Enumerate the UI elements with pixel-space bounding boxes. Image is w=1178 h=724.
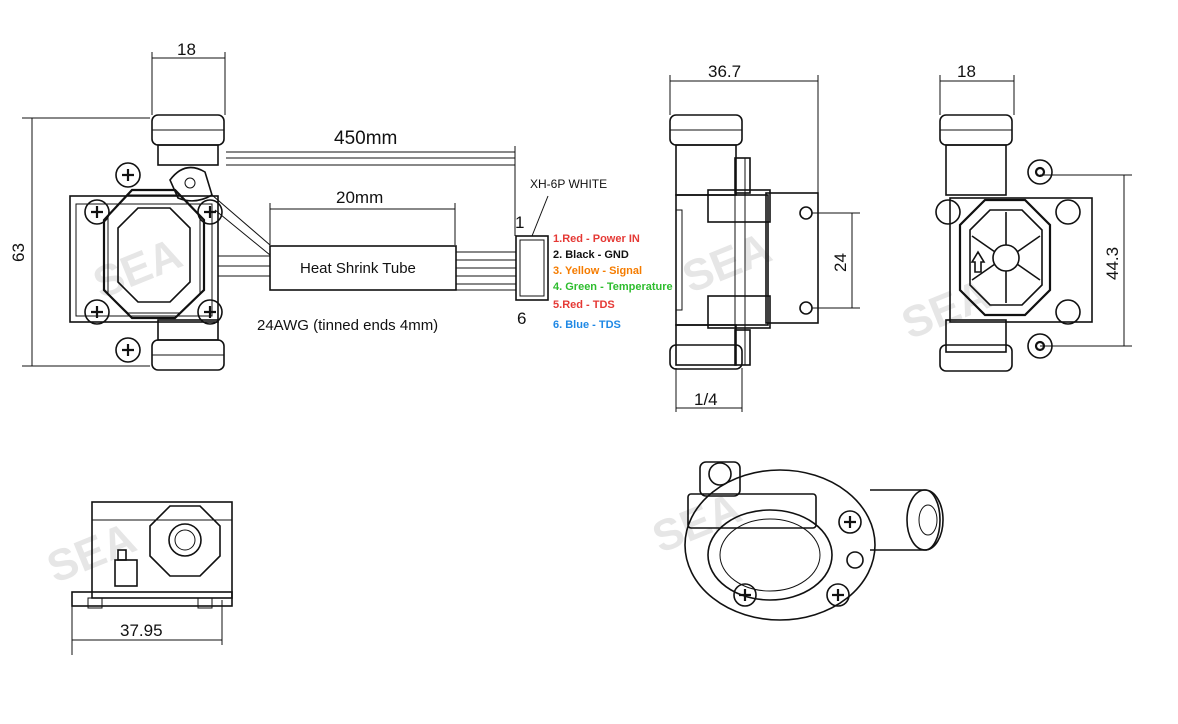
dim-front-height: 63 bbox=[9, 243, 28, 262]
dim-back-mount-spacing: 44.3 bbox=[1103, 247, 1122, 280]
dim-back-width: 18 bbox=[957, 62, 976, 81]
watermark-side: SEA bbox=[676, 223, 778, 302]
wire-2: 2. Black - GND bbox=[553, 249, 629, 261]
pin-last-label: 6 bbox=[517, 309, 526, 328]
watermarks: SEA SEA SEA SEA SEA bbox=[40, 223, 997, 592]
side-view: 36.7 24 1/4 bbox=[669, 62, 860, 412]
watermark-front: SEA bbox=[87, 229, 189, 308]
wire-6: 6. Blue - TDS bbox=[553, 319, 621, 331]
pin-first-label: 1 bbox=[515, 213, 524, 232]
front-view: 18 63 bbox=[9, 40, 673, 371]
wire-gauge-label: 24AWG (tinned ends 4mm) bbox=[257, 317, 438, 334]
heat-shrink-label: Heat Shrink Tube bbox=[300, 260, 416, 277]
dim-bottom-width: 37.95 bbox=[120, 621, 163, 640]
dim-side-mount-spacing: 24 bbox=[831, 253, 850, 272]
dim-side-width: 36.7 bbox=[708, 62, 741, 81]
wire-3: 3. Yellow - Signal bbox=[553, 265, 642, 277]
dim-front-width: 18 bbox=[177, 40, 196, 59]
isometric-view bbox=[684, 461, 944, 621]
connector-label: XH-6P WHITE bbox=[530, 177, 607, 191]
bottom-view: 37.95 bbox=[71, 501, 233, 655]
wire-list: 1.Red - Power IN 2. Black - GND 3. Yello… bbox=[553, 233, 673, 331]
wire-5: 5.Red - TDS bbox=[553, 299, 615, 311]
back-view: 18 44.3 bbox=[935, 62, 1132, 372]
dim-cable-length: 450mm bbox=[334, 128, 397, 149]
dim-side-port: 1/4 bbox=[694, 390, 718, 409]
wire-4: 4. Green - Temperature bbox=[553, 281, 673, 293]
dim-heat-shrink: 20mm bbox=[336, 188, 383, 207]
wire-1: 1.Red - Power IN bbox=[553, 233, 640, 245]
